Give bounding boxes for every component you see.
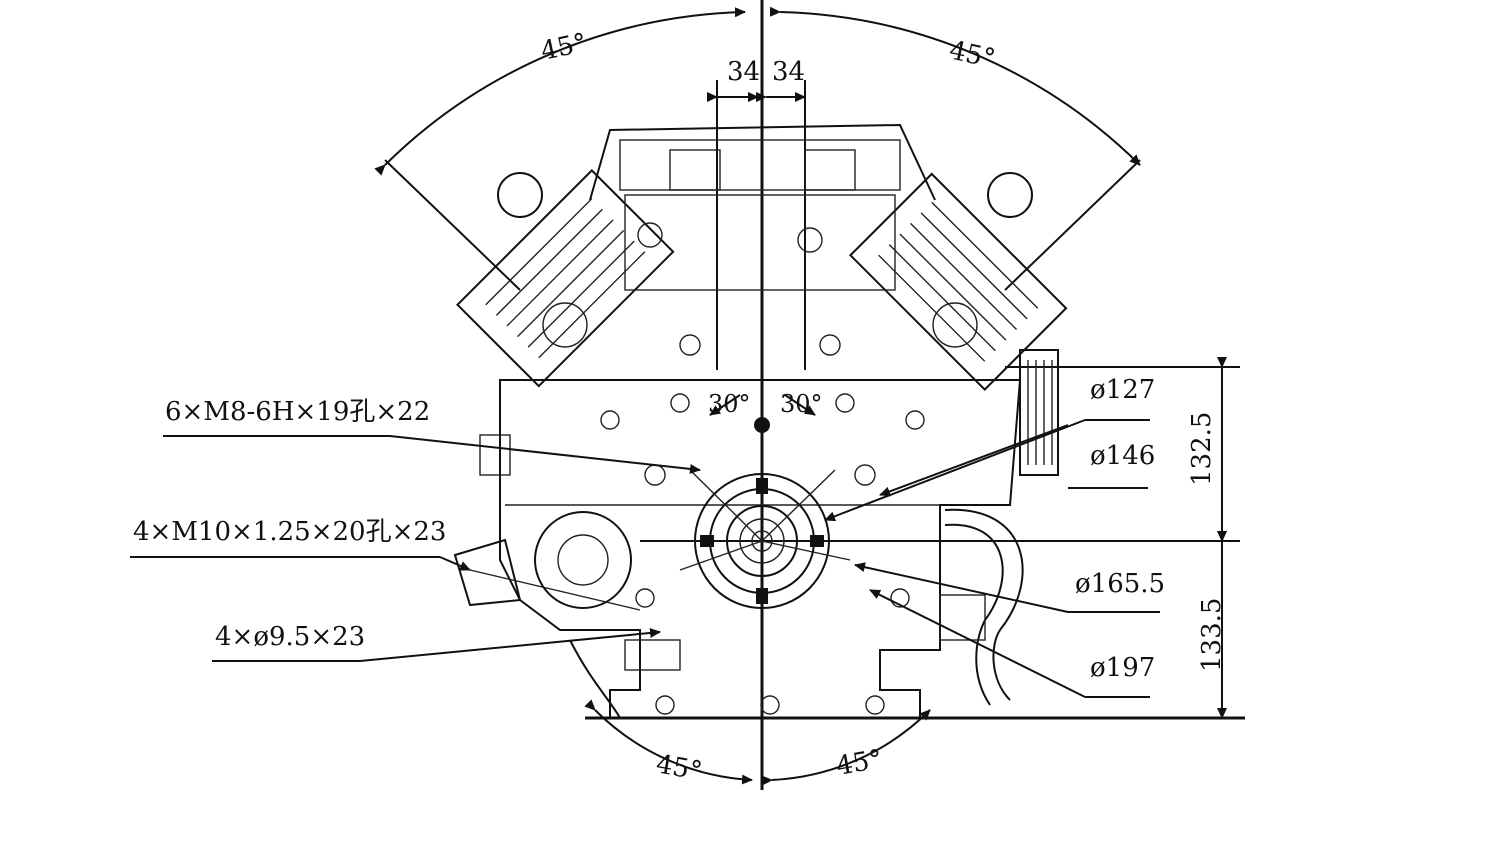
- angle-top-left: 45°: [538, 28, 589, 67]
- height-upper-label: 132.5: [1187, 412, 1217, 486]
- d127-leader: [824, 419, 1086, 522]
- offset-left-label: 34: [727, 57, 760, 87]
- top-right-angle-arc: [769, 6, 1141, 166]
- diameter-127: ø127: [1090, 375, 1155, 405]
- inner-left-angle-arrow: [709, 394, 741, 416]
- d165-leader: [854, 562, 1069, 613]
- bore-ray-left: [689, 469, 763, 542]
- angle-top-right: 45°: [947, 36, 998, 75]
- d197-leader: [869, 589, 1086, 698]
- callout-holes-leader: [359, 627, 661, 662]
- callout-m10-leader: [439, 556, 471, 571]
- height-lower-label: 133.5: [1197, 598, 1227, 672]
- callout-m8-leader: [389, 435, 701, 474]
- bottom-left-angle-arc: [584, 699, 753, 785]
- top-left-angle-arc: [374, 7, 746, 176]
- angle-inner-right: 30°: [780, 390, 823, 418]
- bottom-right-angle-arc: [761, 709, 931, 786]
- callout-m10-leader-2: [469, 569, 641, 611]
- diameter-146: ø146: [1090, 441, 1155, 471]
- d146-leader: [879, 424, 1069, 497]
- angle-inner-left: 30°: [708, 390, 751, 418]
- callout-m10-text: 4×M10×1.25×20孔×23: [133, 517, 446, 547]
- diameter-165: ø165.5: [1075, 569, 1165, 599]
- left-cylinder-axis: [384, 159, 521, 291]
- callout-holes-text: 4×ø9.5×23: [215, 622, 365, 652]
- inner-right-angle-arrow: [784, 394, 816, 416]
- engine-body: [453, 123, 1068, 719]
- angle-bottom-right: 45°: [834, 744, 885, 782]
- diameter-197: ø197: [1090, 653, 1155, 683]
- angle-bottom-left: 45°: [654, 749, 705, 787]
- callout-m8-text: 6×M8-6H×19孔×22: [165, 397, 430, 427]
- bore-ray-right: [761, 469, 836, 542]
- bore-ray-lower-right: [761, 540, 851, 561]
- offset-right-label: 34: [772, 57, 805, 87]
- bore-ray-lower-left: [679, 540, 763, 571]
